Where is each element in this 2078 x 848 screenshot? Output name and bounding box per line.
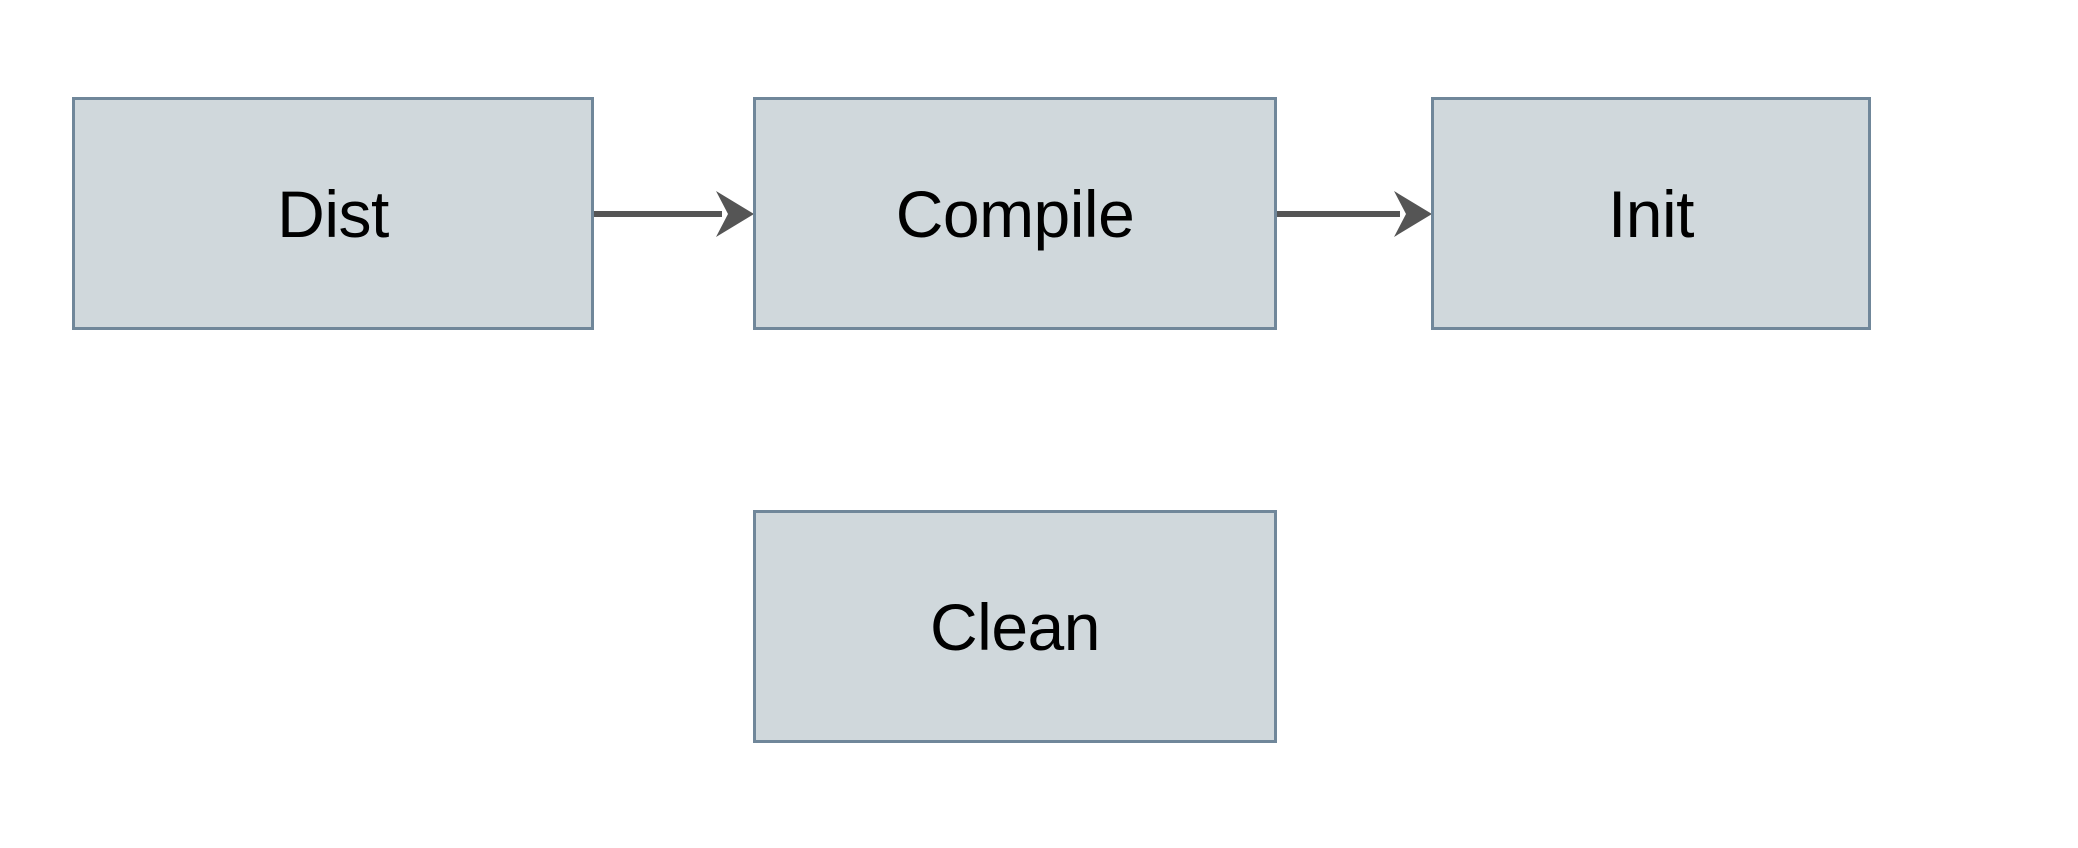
node-clean-label: Clean — [930, 589, 1100, 664]
node-dist[interactable]: Dist — [72, 97, 594, 330]
edge-compile-to-init[interactable] — [1277, 183, 1434, 245]
edge-dist-to-compile[interactable] — [594, 183, 756, 245]
node-compile[interactable]: Compile — [753, 97, 1277, 330]
node-init[interactable]: Init — [1431, 97, 1871, 330]
node-dist-label: Dist — [277, 176, 389, 251]
node-clean[interactable]: Clean — [753, 510, 1277, 743]
arrow-dist-to-compile-icon — [594, 191, 754, 237]
node-compile-label: Compile — [895, 176, 1135, 251]
arrow-compile-to-init-icon — [1277, 191, 1432, 237]
node-init-label: Init — [1607, 176, 1695, 251]
